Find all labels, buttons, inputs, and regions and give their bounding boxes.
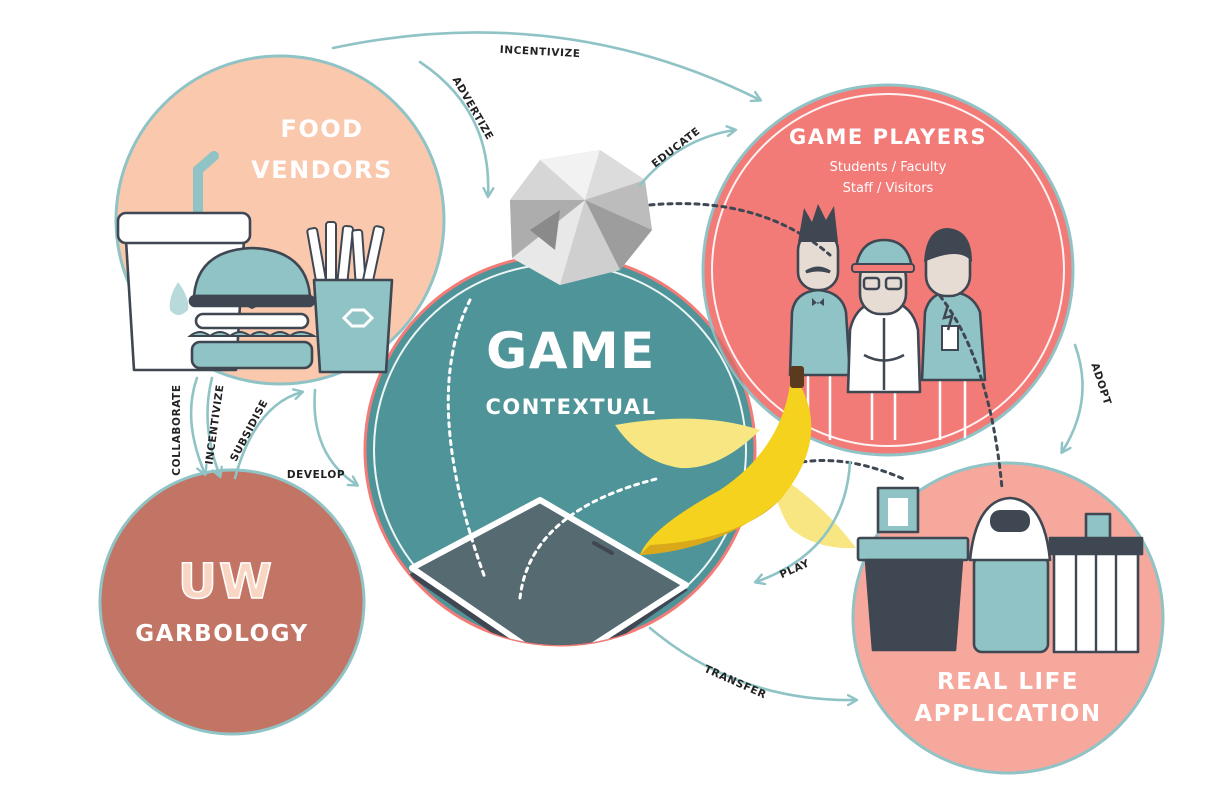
trash-bins-icon — [856, 486, 1144, 654]
label-incentivize-top: INCENTIVIZE — [499, 44, 580, 60]
game-node — [363, 253, 757, 647]
label-advertize: ADVERTIZE — [450, 75, 496, 143]
game-players-title: GAME PLAYERS — [789, 125, 987, 149]
banana-peel-icon — [615, 366, 856, 555]
players-illustration-icon — [788, 204, 987, 440]
game-subtitle: CONTEXTUAL — [485, 395, 656, 419]
real-life-title-line1: REAL LIFE — [937, 669, 1079, 695]
uw-garbology-node — [98, 468, 366, 736]
game-players-subtitle-2: Staff / Visitors — [843, 181, 934, 196]
crumpled-paper-icon — [510, 150, 652, 285]
game-title: GAME — [486, 322, 656, 380]
uw-garbology-circle — [98, 468, 366, 736]
label-educate: EDUCATE — [650, 125, 703, 170]
garbology-title: GARBOLOGY — [135, 621, 308, 647]
food-vendors-title-line1: FOOD — [280, 115, 363, 143]
uw-logo: UW — [178, 554, 274, 610]
real-life-title-line2: APPLICATION — [914, 701, 1101, 727]
label-play: PLAY — [778, 557, 812, 581]
food-illustration-icon — [116, 151, 394, 374]
label-develop: DEVELOP — [287, 469, 345, 481]
food-vendors-title-line2: VENDORS — [251, 156, 393, 184]
label-adopt: ADOPT — [1088, 361, 1113, 406]
label-collaborate: COLLABORATE — [171, 384, 183, 475]
label-subsidise: SUBSIDISE — [228, 398, 271, 464]
label-transfer: TRANSFER — [702, 663, 768, 701]
game-players-subtitle-1: Students / Faculty — [830, 160, 947, 175]
